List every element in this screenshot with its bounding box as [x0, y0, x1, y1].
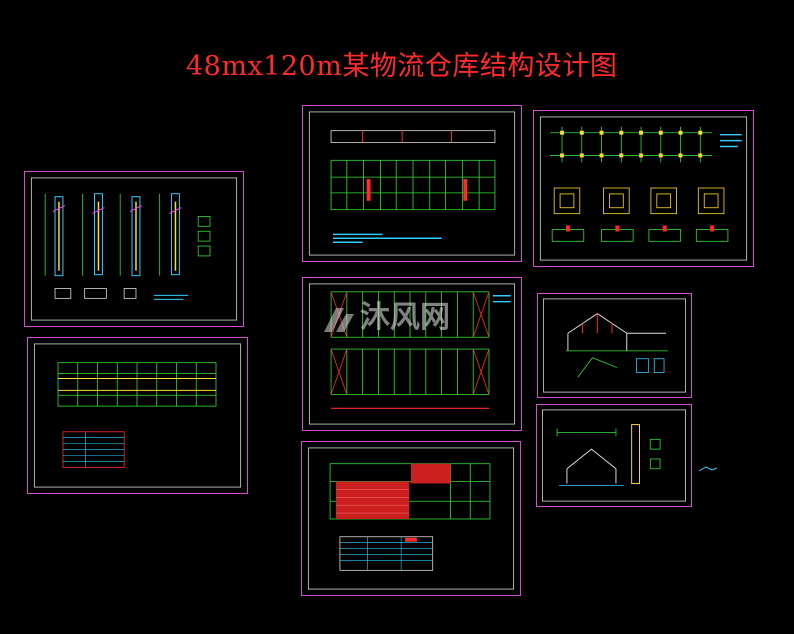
foundation-plan-drawing [539, 116, 748, 261]
stray-annotation-mark [698, 466, 718, 472]
drawing-title: 48mx120m某物流仓库结构设计图 [186, 51, 618, 82]
sheet-roof-framing-plan[interactable] [302, 105, 522, 262]
purlin-bracing-plan-drawing [308, 283, 516, 425]
roof-framing-plan-drawing [308, 111, 516, 256]
watermark-logo-icon [324, 307, 354, 332]
wall-framing-plan-drawing [307, 447, 515, 590]
sheet-column-details[interactable] [24, 171, 244, 327]
sheet-gable-frame-elevation[interactable] [537, 293, 692, 398]
sheet-anchor-bolt-plan[interactable] [27, 337, 248, 494]
watermark: 沐风网 [322, 292, 450, 336]
column-details-drawing [30, 177, 238, 321]
sheet-portal-frame-elevation[interactable] [536, 404, 692, 507]
anchor-bolt-plan-drawing [33, 343, 242, 488]
sheet-wall-framing-plan[interactable] [301, 441, 521, 596]
watermark-text: 沐风网 [360, 300, 450, 335]
sheet-foundation-plan[interactable] [533, 110, 754, 267]
portal-frame-elevation-drawing [542, 409, 686, 502]
gable-frame-elevation-drawing [542, 298, 687, 393]
sheet-purlin-bracing-plan[interactable] [302, 277, 522, 431]
